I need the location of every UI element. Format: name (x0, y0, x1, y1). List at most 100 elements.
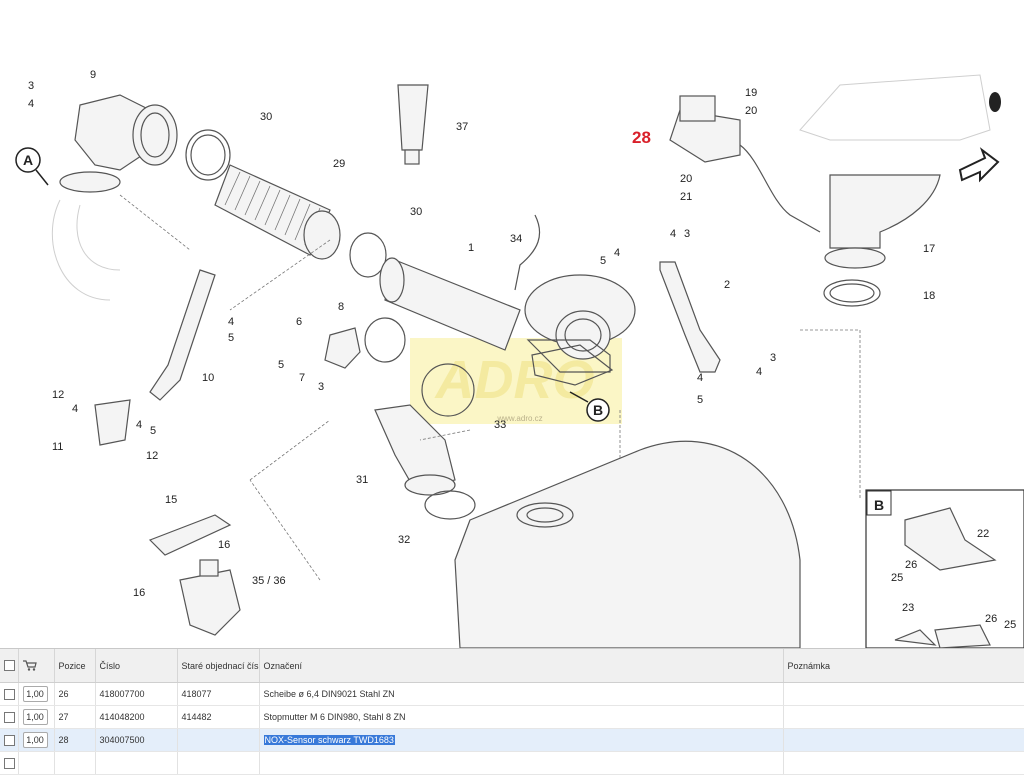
col-header-stare[interactable]: Staré objednací číslo (177, 649, 260, 683)
callout-28-highlighted[interactable]: 28 (632, 128, 651, 147)
callout-3[interactable]: 3 (318, 381, 324, 393)
view-a-marker[interactable] (15, 147, 41, 173)
callout-4[interactable]: 4 (136, 419, 142, 431)
clamp-8[interactable] (364, 317, 406, 363)
cell-oznaceni: Scheibe ø 6,4 DIN9021 Stahl ZN (259, 682, 784, 706)
callout-20[interactable]: 20 (680, 173, 692, 185)
elbow-pipe-31[interactable] (374, 404, 456, 496)
callout-8[interactable]: 8 (338, 301, 344, 313)
selected-text: NOX-Sensor schwarz TWD1683 (263, 735, 395, 745)
callout-2[interactable]: 2 (724, 279, 730, 291)
callout-23[interactable]: 23 (902, 602, 914, 614)
callout-32[interactable]: 32 (398, 534, 410, 546)
callout-1[interactable]: 1 (468, 242, 474, 254)
callout-15[interactable]: 15 (165, 494, 177, 506)
callout-25[interactable]: 25 (1004, 619, 1016, 631)
callout-22[interactable]: 22 (977, 528, 989, 540)
elbow-pipe-9[interactable] (59, 94, 178, 193)
callout-26[interactable]: 26 (905, 559, 917, 571)
callout-3[interactable]: 3 (28, 80, 34, 92)
callout-5[interactable]: 5 (600, 255, 606, 267)
flex-pipe-29[interactable] (214, 164, 341, 260)
callout-16[interactable]: 16 (218, 539, 230, 551)
valve-35-36[interactable] (179, 559, 241, 636)
table-row[interactable]: 1,00 26 418007700 418077 Scheibe ø 6,4 D… (0, 682, 1024, 706)
ring-18[interactable] (823, 279, 881, 307)
callout-19[interactable]: 19 (745, 87, 757, 99)
nox-sensor-28[interactable] (669, 95, 821, 233)
callout-37[interactable]: 37 (456, 121, 468, 133)
watermark-brand: ADRO (434, 350, 595, 410)
select-all-checkbox[interactable] (4, 660, 15, 672)
callout-25[interactable]: 25 (891, 572, 903, 584)
callout-21[interactable]: 21 (680, 191, 692, 203)
callout-12[interactable]: 12 (146, 450, 158, 462)
view-b-letter: B (593, 402, 603, 418)
bracket-11[interactable] (94, 399, 131, 446)
callout-29[interactable]: 29 (333, 158, 345, 170)
row-checkbox[interactable] (4, 711, 15, 723)
row-checkbox[interactable] (4, 734, 15, 746)
gasket-b[interactable] (531, 344, 614, 386)
cart-icon (22, 660, 37, 671)
callout-35-36[interactable]: 35 / 36 (252, 575, 286, 587)
view-b-marker[interactable] (586, 398, 610, 422)
table-row[interactable]: 1,00 27 414048200 414482 Stopmutter M 6 … (0, 705, 1024, 729)
exhaust-pipe-1[interactable] (379, 257, 521, 351)
sealant-tube-37[interactable] (397, 84, 429, 165)
col-header-pozice[interactable]: Pozice (54, 649, 96, 683)
quantity-input[interactable]: 1,00 (22, 686, 48, 702)
callout-4[interactable]: 4 (756, 366, 762, 378)
callout-5[interactable]: 5 (278, 359, 284, 371)
quantity-input[interactable]: 1,00 (22, 732, 48, 748)
bracket-10[interactable] (149, 269, 216, 401)
row-checkbox[interactable] (4, 757, 15, 769)
callout-4[interactable]: 4 (228, 316, 234, 328)
callout-3[interactable]: 3 (770, 352, 776, 364)
bracket-2[interactable] (659, 261, 721, 373)
bracket-15[interactable] (148, 514, 232, 556)
callout-30[interactable]: 30 (260, 111, 272, 123)
table-row-partial[interactable] (0, 751, 1024, 775)
callout-4[interactable]: 4 (670, 228, 676, 240)
col-header-oznaceni[interactable]: Označení (259, 649, 784, 683)
callout-31[interactable]: 31 (356, 474, 368, 486)
select-all-checkbox-cell[interactable] (0, 649, 19, 683)
callout-5[interactable]: 5 (697, 394, 703, 406)
callout-5[interactable]: 5 (228, 332, 234, 344)
callout-33[interactable]: 33 (494, 419, 506, 431)
callout-4[interactable]: 4 (697, 372, 703, 384)
callout-6[interactable]: 6 (296, 316, 302, 328)
col-header-poznamka[interactable]: Poznámka (783, 649, 1024, 683)
callout-9[interactable]: 9 (90, 69, 96, 81)
callout-12[interactable]: 12 (52, 389, 64, 401)
callout-4[interactable]: 4 (28, 98, 34, 110)
callout-20[interactable]: 20 (745, 105, 757, 117)
table-row-selected[interactable]: 1,00 28 304007500 NOX-Sensor schwarz TWD… (0, 728, 1024, 752)
clamp-33[interactable] (421, 363, 475, 417)
tractor-silhouette (799, 74, 1001, 141)
clamp-32[interactable] (424, 490, 476, 520)
row-checkbox[interactable] (4, 688, 15, 700)
callout-5[interactable]: 5 (150, 425, 156, 437)
sensor-cable-34[interactable] (514, 214, 541, 291)
callout-4[interactable]: 4 (72, 403, 78, 415)
callout-26[interactable]: 26 (985, 613, 997, 625)
col-header-cislo[interactable]: Číslo (95, 649, 178, 683)
callout-30[interactable]: 30 (410, 206, 422, 218)
callout-34[interactable]: 34 (510, 233, 522, 245)
quantity-input[interactable]: 1,00 (22, 709, 48, 725)
bracket-6[interactable] (324, 327, 361, 369)
callout-10[interactable]: 10 (202, 372, 214, 384)
callout-11[interactable]: 11 (52, 441, 63, 453)
callout-18[interactable]: 18 (923, 290, 935, 302)
cell-poznamka (783, 682, 1024, 706)
clamp-30-right[interactable] (349, 232, 387, 278)
callout-4[interactable]: 4 (614, 247, 620, 259)
clamp-30-top[interactable] (185, 129, 231, 181)
callout-3[interactable]: 3 (684, 228, 690, 240)
exhaust-stack-17[interactable] (824, 174, 941, 269)
callout-16[interactable]: 16 (133, 587, 145, 599)
callout-7[interactable]: 7 (299, 372, 305, 384)
callout-17[interactable]: 17 (923, 243, 935, 255)
